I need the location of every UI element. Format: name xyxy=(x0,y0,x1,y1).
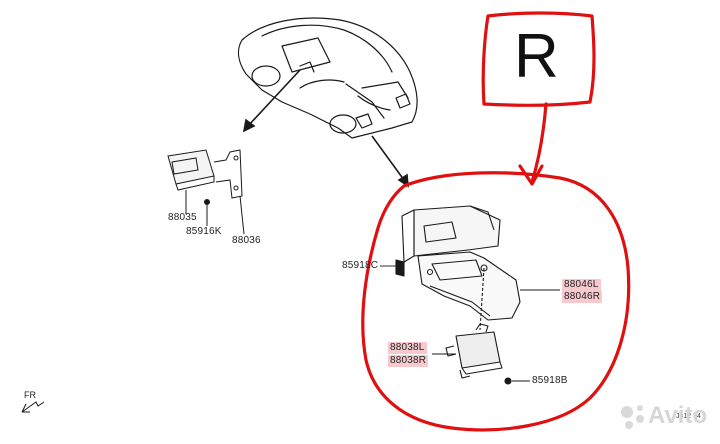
callout-lines xyxy=(380,265,560,382)
red-annotation xyxy=(361,11,631,432)
diagram-code: J312 94 xyxy=(676,413,701,420)
left-module-assembly xyxy=(167,149,245,235)
part-label-85918b: 85918B xyxy=(532,375,568,386)
part-label-85918c: 85918C xyxy=(342,260,379,271)
red-arrowhead xyxy=(518,164,544,186)
part-label-88035: 88035 xyxy=(168,212,197,223)
red-box xyxy=(481,11,596,107)
part-label-88046l: 88046L xyxy=(562,279,601,291)
part-label-88038r: 88038R xyxy=(388,355,429,367)
red-circle xyxy=(361,171,631,432)
part-label-88038l: 88038L xyxy=(388,342,427,354)
leader-arrows xyxy=(242,69,409,188)
fr-arrow-icon xyxy=(21,401,45,413)
right-bracket-assembly xyxy=(395,205,521,385)
car-outline xyxy=(237,17,418,139)
part-label-88046r: 88046R xyxy=(562,291,603,303)
avito-logo-icon xyxy=(621,405,644,429)
orientation-label: FR xyxy=(24,390,36,400)
annotation-letter: R xyxy=(514,22,559,91)
part-label-85916k: 85916K xyxy=(186,226,222,237)
part-label-88036: 88036 xyxy=(232,235,261,246)
watermark: Avito xyxy=(648,402,708,429)
